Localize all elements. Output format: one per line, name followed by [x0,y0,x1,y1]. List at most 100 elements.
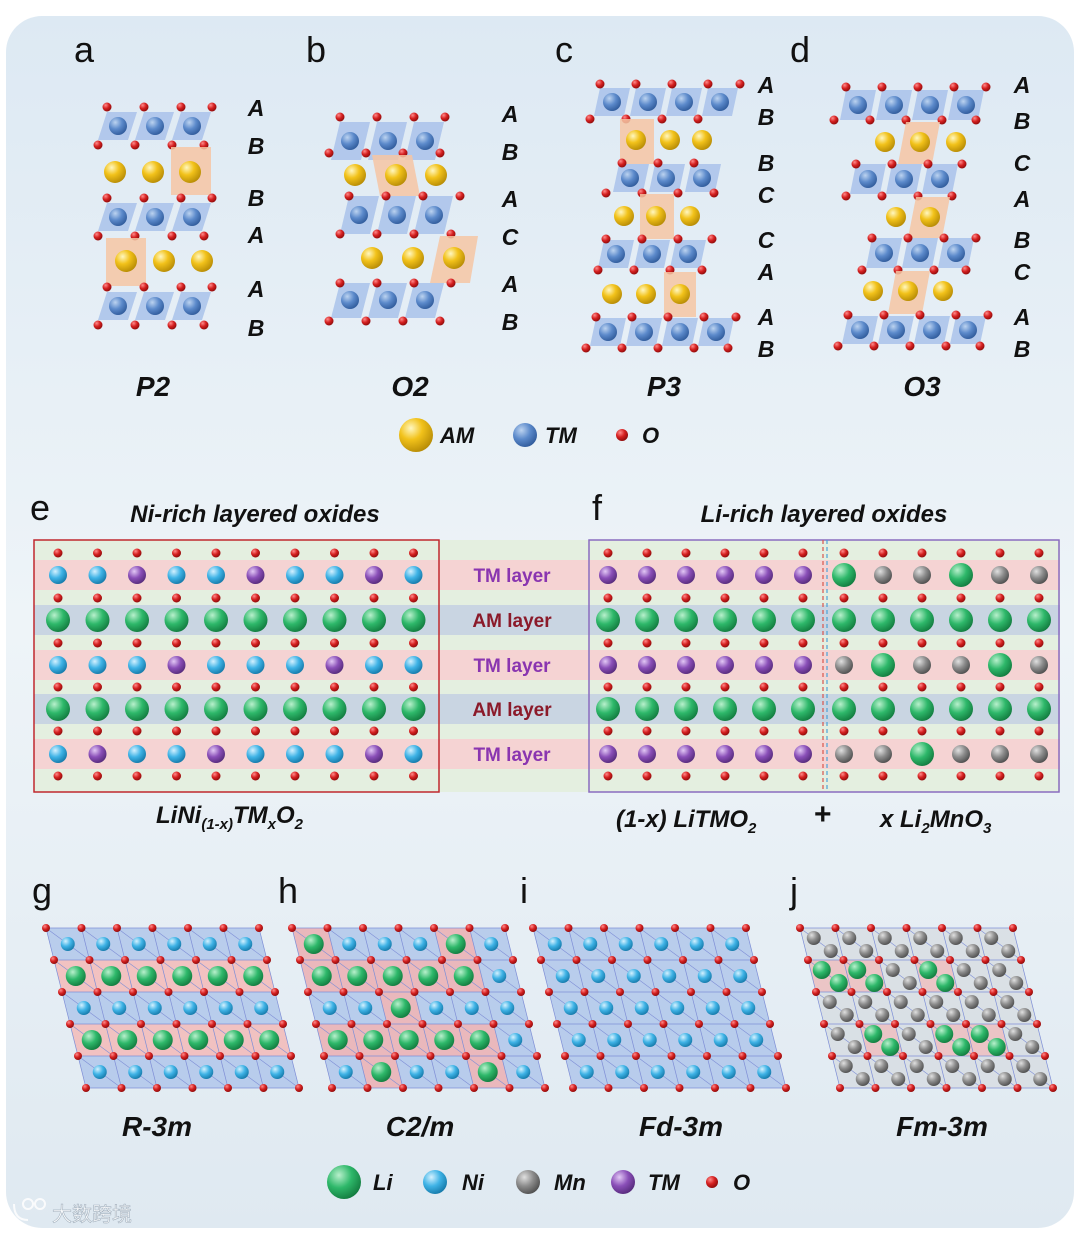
o-atom [759,638,769,648]
li-atom [46,697,70,721]
mn-atom [1008,1027,1023,1041]
o-atom [616,988,624,996]
o-atom [251,548,260,558]
o-atom [642,638,652,648]
o-atom [529,924,537,932]
o-atom [391,1052,399,1060]
li-atom [919,961,938,979]
ni-atom [167,937,182,951]
lattice-line [398,927,439,1089]
li-atom [812,961,831,979]
tm-layer-2 [93,193,217,241]
o-atom [172,548,181,558]
plus-sign: + [814,798,832,831]
o-atom [624,1020,632,1028]
tm-atom [677,656,695,674]
li-atom [243,608,268,632]
stacking-letter: C [758,182,775,208]
o-atom [604,1084,613,1092]
o-atom [323,924,332,932]
ni-atom [733,969,748,983]
o-atom [667,1052,676,1060]
o-atom [596,1052,605,1060]
o-atom [730,1020,739,1028]
o-atom [878,726,888,736]
legend-am-swatch [399,418,433,452]
o-atom [871,1084,880,1092]
o-atom [172,1020,181,1028]
panel-b-o2-structure [324,112,478,326]
o-atom [962,1020,970,1028]
ni-atom [365,656,383,674]
o-atom [330,771,339,781]
o-atom [798,771,808,781]
o-atom [296,956,304,964]
o-atom [995,638,1005,648]
li-atom [865,974,884,992]
o-atom [978,1084,986,1092]
o-atom [188,1084,197,1092]
o-atom [1034,548,1044,558]
tm-atom [128,566,146,584]
o-atom [934,1052,943,1060]
lattice-line [710,927,751,1089]
ni-atom [607,1033,622,1047]
o-atom [1025,988,1033,996]
tm-atom [599,656,617,674]
legend-o-label: O [642,423,659,448]
mn-atom [874,566,892,584]
o-atom [172,638,181,648]
o-atom [742,924,750,932]
o-atom [545,988,553,996]
ni-atom [207,566,225,584]
ni-atom [128,1065,143,1079]
tm-atom [638,566,656,584]
o-atom [211,726,221,736]
li-atom [207,966,228,986]
panel-g-r3m-structure [42,924,303,1092]
ni-atom [626,969,641,983]
o-atom [295,1084,303,1092]
ni-atom [650,1065,665,1079]
o-atom [82,1084,90,1092]
mn-atom [858,995,873,1009]
o-atom [132,638,142,648]
o-atom [839,956,848,964]
lattice-line [870,927,912,1089]
space-group-fm3m: Fm-3m [896,1111,988,1142]
mn-atom [962,1072,977,1086]
li-atom [117,1030,138,1050]
o-atom [804,956,812,964]
o-atom [132,682,142,692]
li-atom [362,608,386,632]
o-atom [290,726,300,736]
ni-atom [88,656,107,674]
o-atom [330,682,339,692]
legend-tm-label: TM [545,423,577,448]
li-atom [347,966,368,986]
o-atom [121,956,129,964]
lattice-line [532,927,574,1089]
o-atom [759,548,769,558]
o-atom [671,924,679,932]
ni-atom [654,937,669,951]
layer-label-tm: TM layer [473,566,551,587]
o-atom [1041,1052,1049,1060]
o-atom [438,956,446,964]
o-atom [470,1084,478,1092]
o-atom [211,682,221,692]
ni-atom [325,745,344,763]
o-atom [251,771,260,781]
tm-layer-1 [829,82,991,125]
stacking-letter: C [1014,150,1031,176]
o-atom [995,726,1005,736]
tm-atom [246,566,265,584]
stacking-letter: A [757,304,775,330]
o-atom [720,638,730,648]
legend-bottom: Li Ni Mn TM O [327,1165,750,1199]
li-atom [204,608,228,632]
li2mno3-formula: x Li2MnO3 [878,806,992,837]
li-atom [390,998,411,1018]
li-atom [243,697,268,721]
o-atom [93,638,102,648]
